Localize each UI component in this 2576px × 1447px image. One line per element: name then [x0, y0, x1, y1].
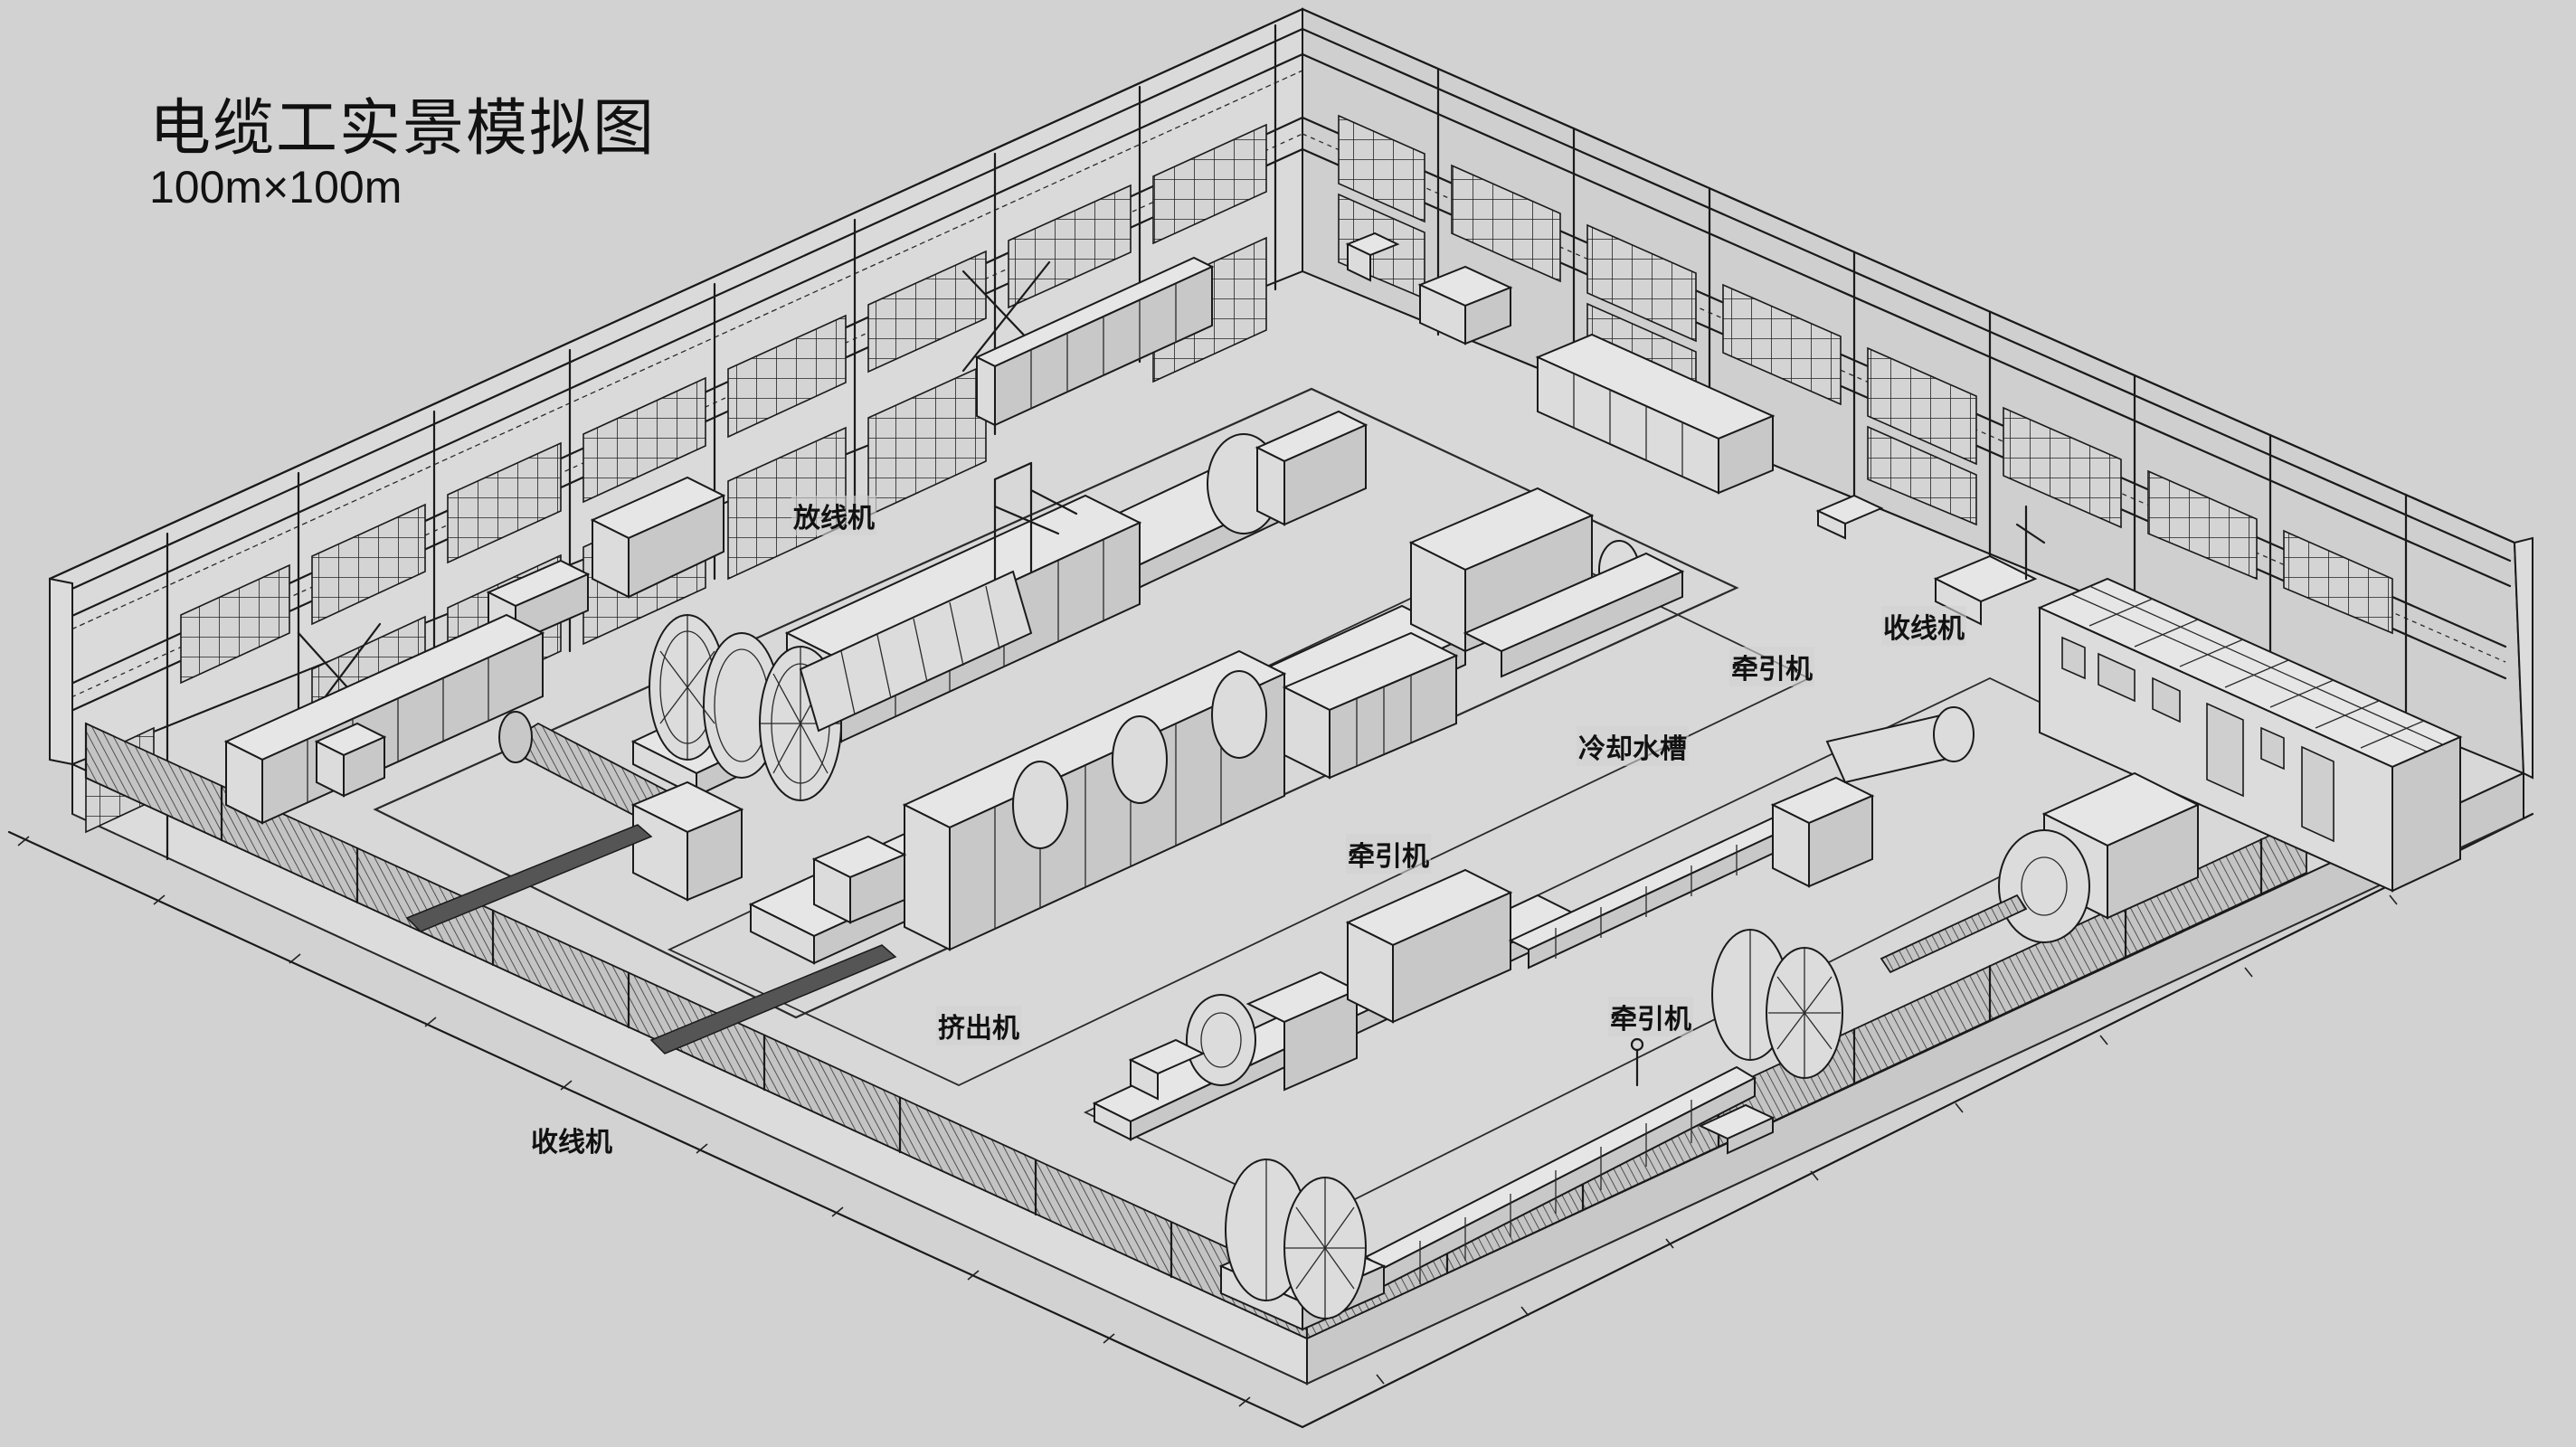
label-haul-off-machine-1: 牵引机: [1729, 647, 1814, 686]
label-take-up-machine-left: 收线机: [529, 1120, 614, 1159]
small-equipment: [1128, 494, 2046, 1155]
office-building: [2037, 577, 2463, 893]
storage-boxes-right: [1345, 232, 1776, 495]
label-cooling-water-tank: 冷却水槽: [1577, 726, 1689, 766]
left-wall-machine-line: [223, 613, 545, 825]
extrusion-line-middle: [748, 487, 1685, 965]
dimensions-subtitle: 100m×100m: [149, 162, 402, 213]
label-haul-off-machine-3: 牵引机: [1608, 997, 1693, 1036]
label-pay-off-machine: 放线机: [791, 496, 876, 535]
label-haul-off-machine-2: 牵引机: [1346, 834, 1431, 874]
stranding-line-upper: [630, 410, 1368, 801]
page-title: 电缆工实景模拟图: [149, 93, 657, 165]
back-right-wall: [1301, 7, 2533, 780]
dimension-ticks: [17, 836, 2398, 1407]
label-take-up-machine-right: 收线机: [1881, 606, 1966, 646]
label-extruder: 挤出机: [936, 1006, 1021, 1045]
left-take-up-drum: [405, 711, 897, 1055]
lower-production-line: [1092, 706, 2201, 1331]
